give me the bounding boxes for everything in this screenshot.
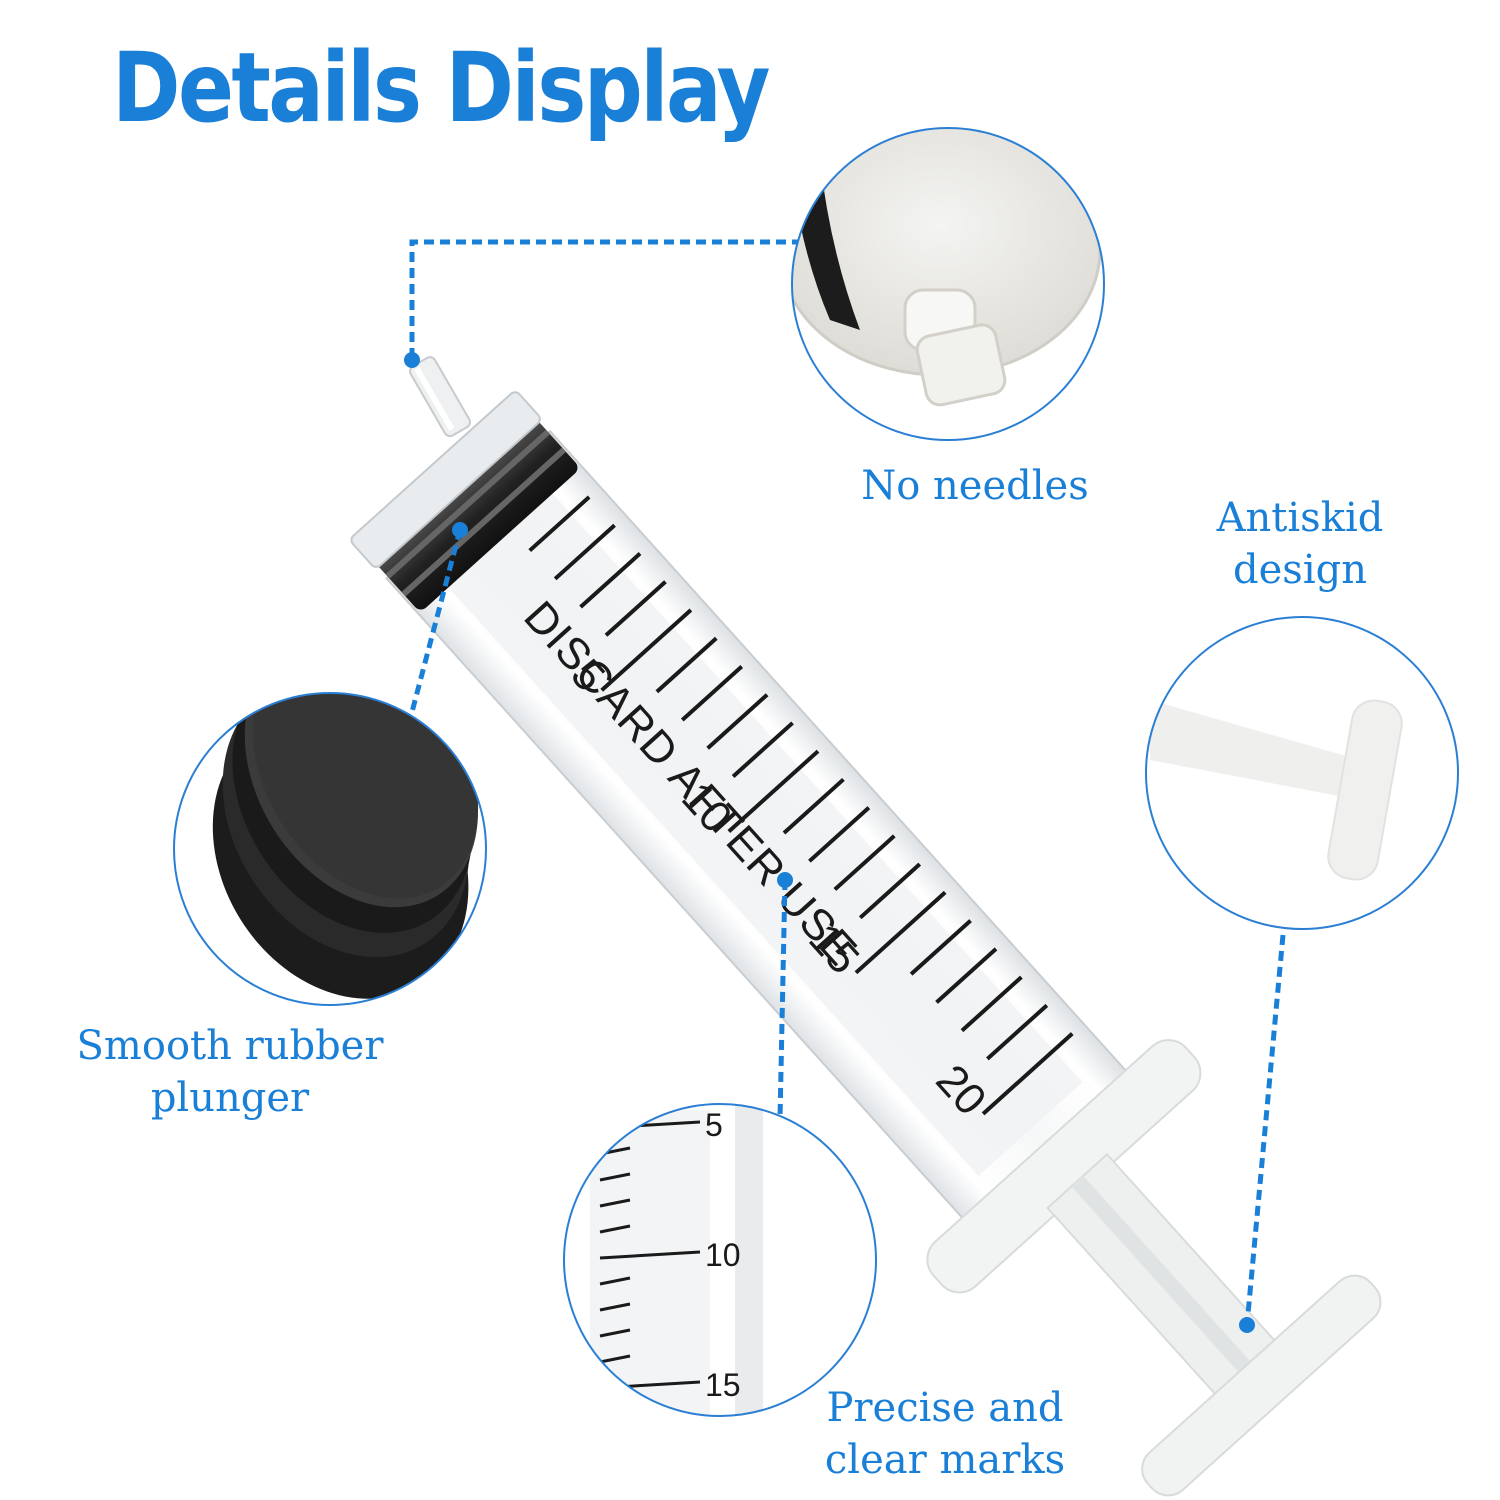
minor-tick	[599, 1406, 631, 1416]
label-marks-line2: clear marks	[824, 1437, 1066, 1483]
label-plunger: Smooth rubber plunger	[70, 1020, 390, 1124]
connector-antiskid	[1244, 934, 1286, 1326]
minor-tick	[599, 1198, 631, 1208]
label-marks-line1: Precise and	[826, 1385, 1064, 1431]
minor-tick	[579, 552, 642, 609]
minor-tick	[935, 947, 998, 1004]
minor-tick	[599, 1224, 631, 1234]
minor-tick	[909, 919, 972, 976]
syringe-tip	[409, 356, 471, 438]
major-tick	[854, 890, 947, 975]
minor-tick	[599, 1302, 631, 1312]
minor-tick	[731, 721, 794, 778]
label-antiskid: Antiskid design	[1180, 492, 1420, 596]
syringe-tip-closeup-icon	[791, 127, 1105, 441]
minor-tick	[680, 664, 744, 722]
major-tick	[727, 749, 820, 833]
label-antiskid-line2: design	[1233, 547, 1367, 593]
callout-dots	[404, 352, 1255, 1333]
rubber-plunger-head	[376, 419, 578, 610]
page-title: Details Display	[112, 32, 770, 144]
connector-no-needles	[409, 239, 800, 358]
dot-antiskid	[1239, 1317, 1255, 1333]
major-tick	[599, 1250, 701, 1260]
minor-tick	[553, 523, 616, 581]
dot-marks	[777, 872, 793, 888]
minor-tick	[599, 1354, 631, 1364]
minor-tick	[833, 834, 896, 891]
minor-tick	[706, 693, 769, 750]
major-tick	[981, 1032, 1074, 1116]
callout-connectors	[409, 239, 1286, 1326]
label-plunger-line1: Smooth rubber	[76, 1023, 384, 1069]
label-antiskid-line1: Antiskid	[1216, 495, 1384, 541]
closeup-number-15: 15	[705, 1367, 741, 1403]
minor-tick	[599, 1172, 631, 1182]
label-marks: Precise and clear marks	[810, 1382, 1080, 1486]
dot-no-needles	[404, 352, 420, 368]
label-plunger-line2: plunger	[150, 1075, 310, 1121]
rubber-plunger-closeup-icon	[173, 692, 487, 1006]
minor-tick	[599, 1276, 631, 1286]
minor-tick	[782, 777, 845, 835]
label-no-needles-text: No needles	[861, 463, 1089, 509]
dot-plunger	[452, 522, 468, 538]
minor-tick	[986, 1003, 1049, 1061]
minor-tick	[808, 806, 871, 863]
minor-tick	[960, 975, 1023, 1033]
closeup-number-10: 10	[705, 1237, 741, 1273]
scale-marks-closeup-icon: 5 10 15	[563, 1103, 877, 1417]
closeup-number-5: 5	[705, 1107, 723, 1143]
minor-tick	[599, 1328, 631, 1338]
minor-tick	[655, 636, 718, 694]
label-no-needles: No needles	[840, 460, 1110, 512]
closeup-scale-numbers: 5 10 15	[705, 1107, 741, 1403]
connector-marks	[777, 879, 788, 1119]
minor-tick	[604, 580, 667, 637]
major-tick	[600, 608, 693, 692]
minor-tick	[528, 495, 591, 553]
minor-tick	[858, 862, 922, 920]
plunger-flange-closeup-icon	[1145, 616, 1459, 930]
graduation-ticks	[528, 495, 1074, 1116]
